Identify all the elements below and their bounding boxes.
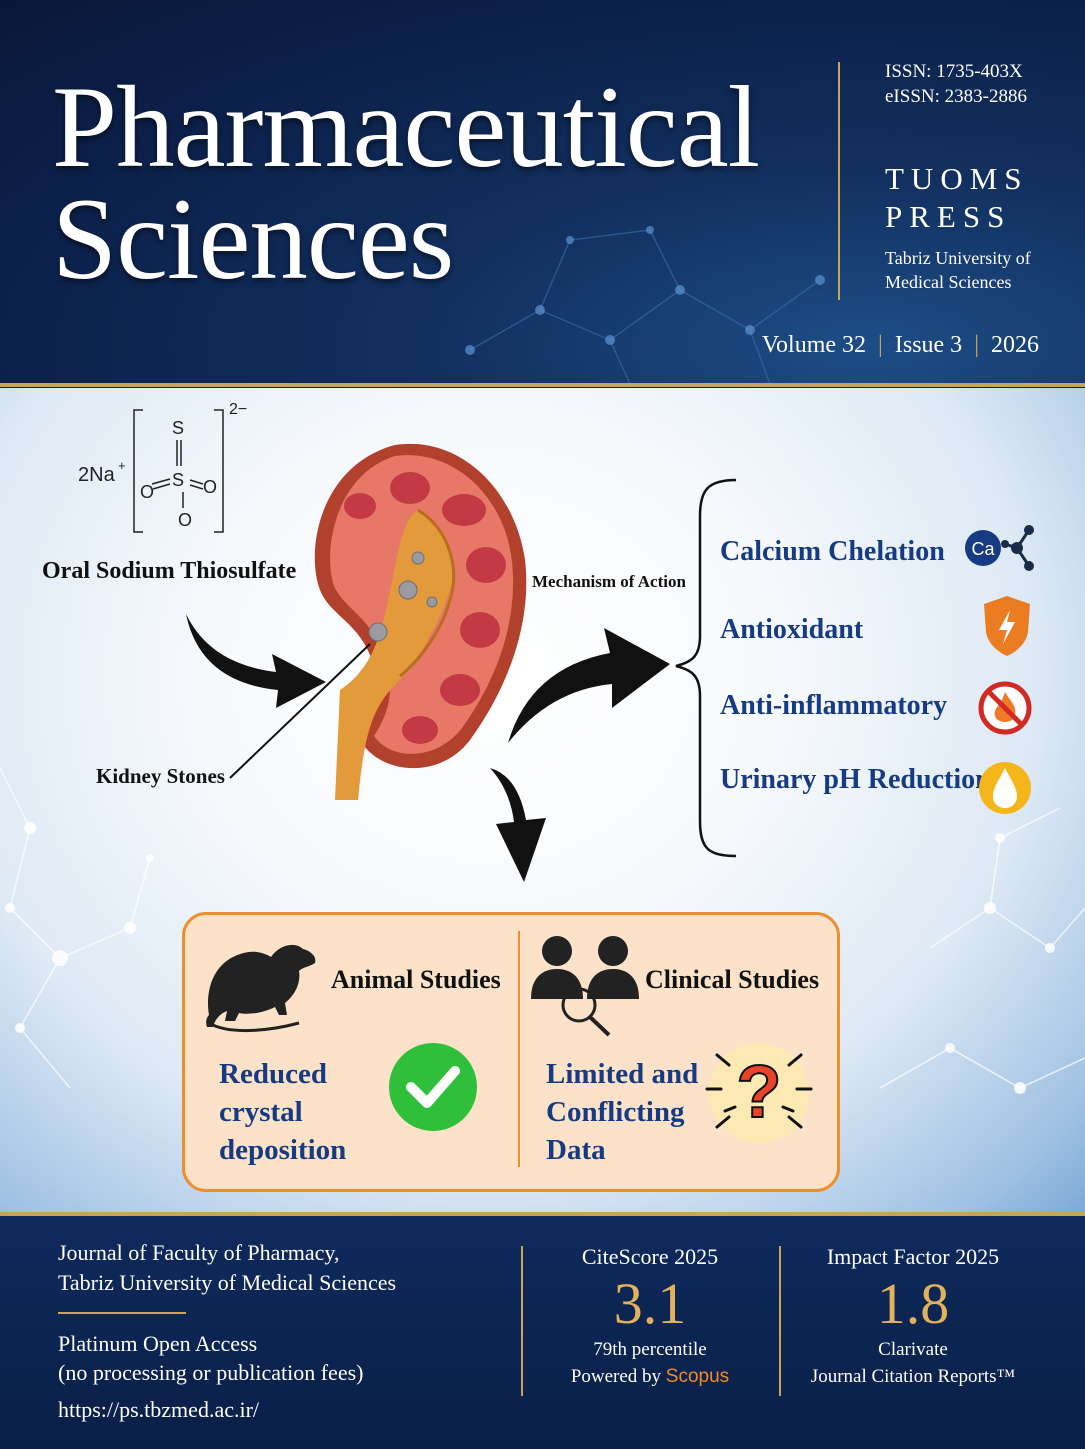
journal-title: Pharmaceutical Sciences [52, 63, 760, 304]
calcium-symbol: Ca [971, 539, 995, 559]
droplet-icon [979, 762, 1031, 814]
journal-title-line1: Pharmaceutical [52, 63, 760, 192]
animal-studies-result: Reduced crystal deposition [219, 1058, 347, 1166]
shield-icon [984, 596, 1030, 656]
journal-affiliation-line1: Journal of Faculty of Pharmacy, [58, 1240, 340, 1265]
curly-brace [675, 478, 737, 858]
stones-pointer-line [229, 643, 371, 779]
checkmark-icon [389, 1043, 477, 1131]
question-mark-icon: ? [705, 1043, 813, 1143]
university-line1: Tabriz University of [885, 248, 1031, 268]
molecule-network-decoration [465, 226, 825, 384]
studies-divider [518, 931, 520, 1167]
kidney-stones-label: Kidney Stones [96, 764, 225, 788]
citescore-label: CiteScore 2025 [581, 1244, 719, 1269]
cation-charge: + [118, 458, 126, 473]
animal-studies-title: Animal Studies [331, 965, 501, 994]
impact-factor-block: Impact Factor 2025 1.8 Clarivate Journal… [788, 1244, 1038, 1390]
oxygen-atom-right: O [203, 477, 217, 497]
doctors-search-icon [531, 936, 639, 1037]
mechanism-item: Urinary pH Reduction [720, 764, 991, 795]
oxygen-atom-left: O [140, 482, 154, 502]
open-access-line1: Platinum Open Access [58, 1331, 258, 1356]
footer-gold-rule [0, 1212, 1085, 1216]
no-fire-icon [978, 681, 1032, 735]
cation-label: 2Na [78, 464, 116, 486]
mechanism-item: Anti-inflammatory [720, 690, 948, 721]
publisher-line2: PRESS [885, 199, 1012, 234]
scopus-logo: Scopus [665, 1366, 730, 1387]
journal-title-line2: Sciences [52, 175, 454, 304]
footer-divider [521, 1246, 523, 1396]
journal-affiliation-line2: Tabriz University of Medical Sciences [58, 1270, 397, 1295]
kidney-illustration [314, 443, 527, 800]
citescore-value: 3.1 [613, 1271, 687, 1336]
citescore-block: CiteScore 2025 3.1 79th percentile Power… [530, 1244, 770, 1390]
impact-factor-label: Impact Factor 2025 [826, 1244, 1000, 1269]
molecule-network-decoration [0, 767, 1085, 1094]
arrow-down-icon [490, 768, 546, 882]
citescore-powered: Powered by Scopus [530, 1363, 770, 1390]
oxygen-atom-bottom: O [178, 510, 192, 530]
year: 2026 [991, 332, 1039, 358]
issn: ISSN: 1735-403X [885, 61, 1023, 82]
impact-factor-value: 1.8 [876, 1271, 950, 1336]
rat-icon [206, 944, 316, 1032]
journal-affiliation: Journal of Faculty of Pharmacy, Tabriz U… [58, 1238, 396, 1298]
anion-charge: 2− [229, 401, 247, 418]
studies-panel: Animal Studies Reduced crystal depositio… [182, 912, 840, 1192]
cover-illustration: 2Na + 2− S S O O O Oral Sodium Thiosulfa… [0, 388, 1085, 1212]
journal-url[interactable]: https://ps.tbzmed.ac.ir/ [58, 1397, 260, 1422]
sulfur-atom-top: S [172, 418, 184, 438]
question-mark-glyph: ? [736, 1050, 781, 1133]
arrow-right-icon [186, 614, 326, 708]
university-name: Tabriz University of Medical Sciences [885, 246, 1075, 294]
clinical-studies-result: Limited and Conflicting Data [546, 1058, 699, 1166]
open-access-note: Platinum Open Access (no processing or p… [58, 1329, 363, 1387]
calcium-ion-icon: Ca [965, 525, 1034, 571]
volume-issue-year: Volume 32 | Issue 3 | 2026 [762, 332, 1039, 359]
footer-short-rule [58, 1312, 186, 1314]
volume: Volume 32 [761, 332, 867, 358]
mechanism-item: Calcium Chelation [720, 536, 945, 567]
impact-factor-report: Journal Citation Reports™ [810, 1366, 1016, 1387]
header-gold-rule [0, 383, 1085, 387]
publisher-line1: TUOMS [885, 161, 1029, 196]
cover-footer: Journal of Faculty of Pharmacy, Tabriz U… [0, 1216, 1085, 1449]
mechanism-item: Antioxidant [720, 614, 864, 645]
sulfur-atom-center: S [172, 470, 184, 490]
open-access-line2: (no processing or publication fees) [58, 1360, 364, 1385]
eissn: eISSN: 2383-2886 [885, 86, 1027, 107]
mechanism-heading: Mechanism of Action [532, 572, 686, 591]
arrow-up-right-icon [508, 628, 670, 743]
clinical-studies-title: Clinical Studies [645, 965, 820, 994]
drug-label: Oral Sodium Thiosulfate [42, 558, 297, 584]
cover-header: Pharmaceutical Sciences ISSN: 1735-403X … [0, 0, 1085, 384]
sodium-thiosulfate-structure: 2Na + 2− S S O O O [78, 401, 247, 533]
university-line2: Medical Sciences [885, 272, 1012, 292]
separator: | [974, 332, 979, 358]
citescore-percentile: 79th percentile [593, 1339, 707, 1360]
separator: | [878, 332, 883, 358]
header-divider [838, 62, 840, 300]
issue: Issue 3 [894, 332, 963, 358]
impact-factor-provider: Clarivate [878, 1339, 948, 1360]
powered-by-text: Powered by [570, 1366, 662, 1387]
publisher-name: TUOMS PRESS [885, 160, 1029, 236]
footer-divider [779, 1246, 781, 1396]
